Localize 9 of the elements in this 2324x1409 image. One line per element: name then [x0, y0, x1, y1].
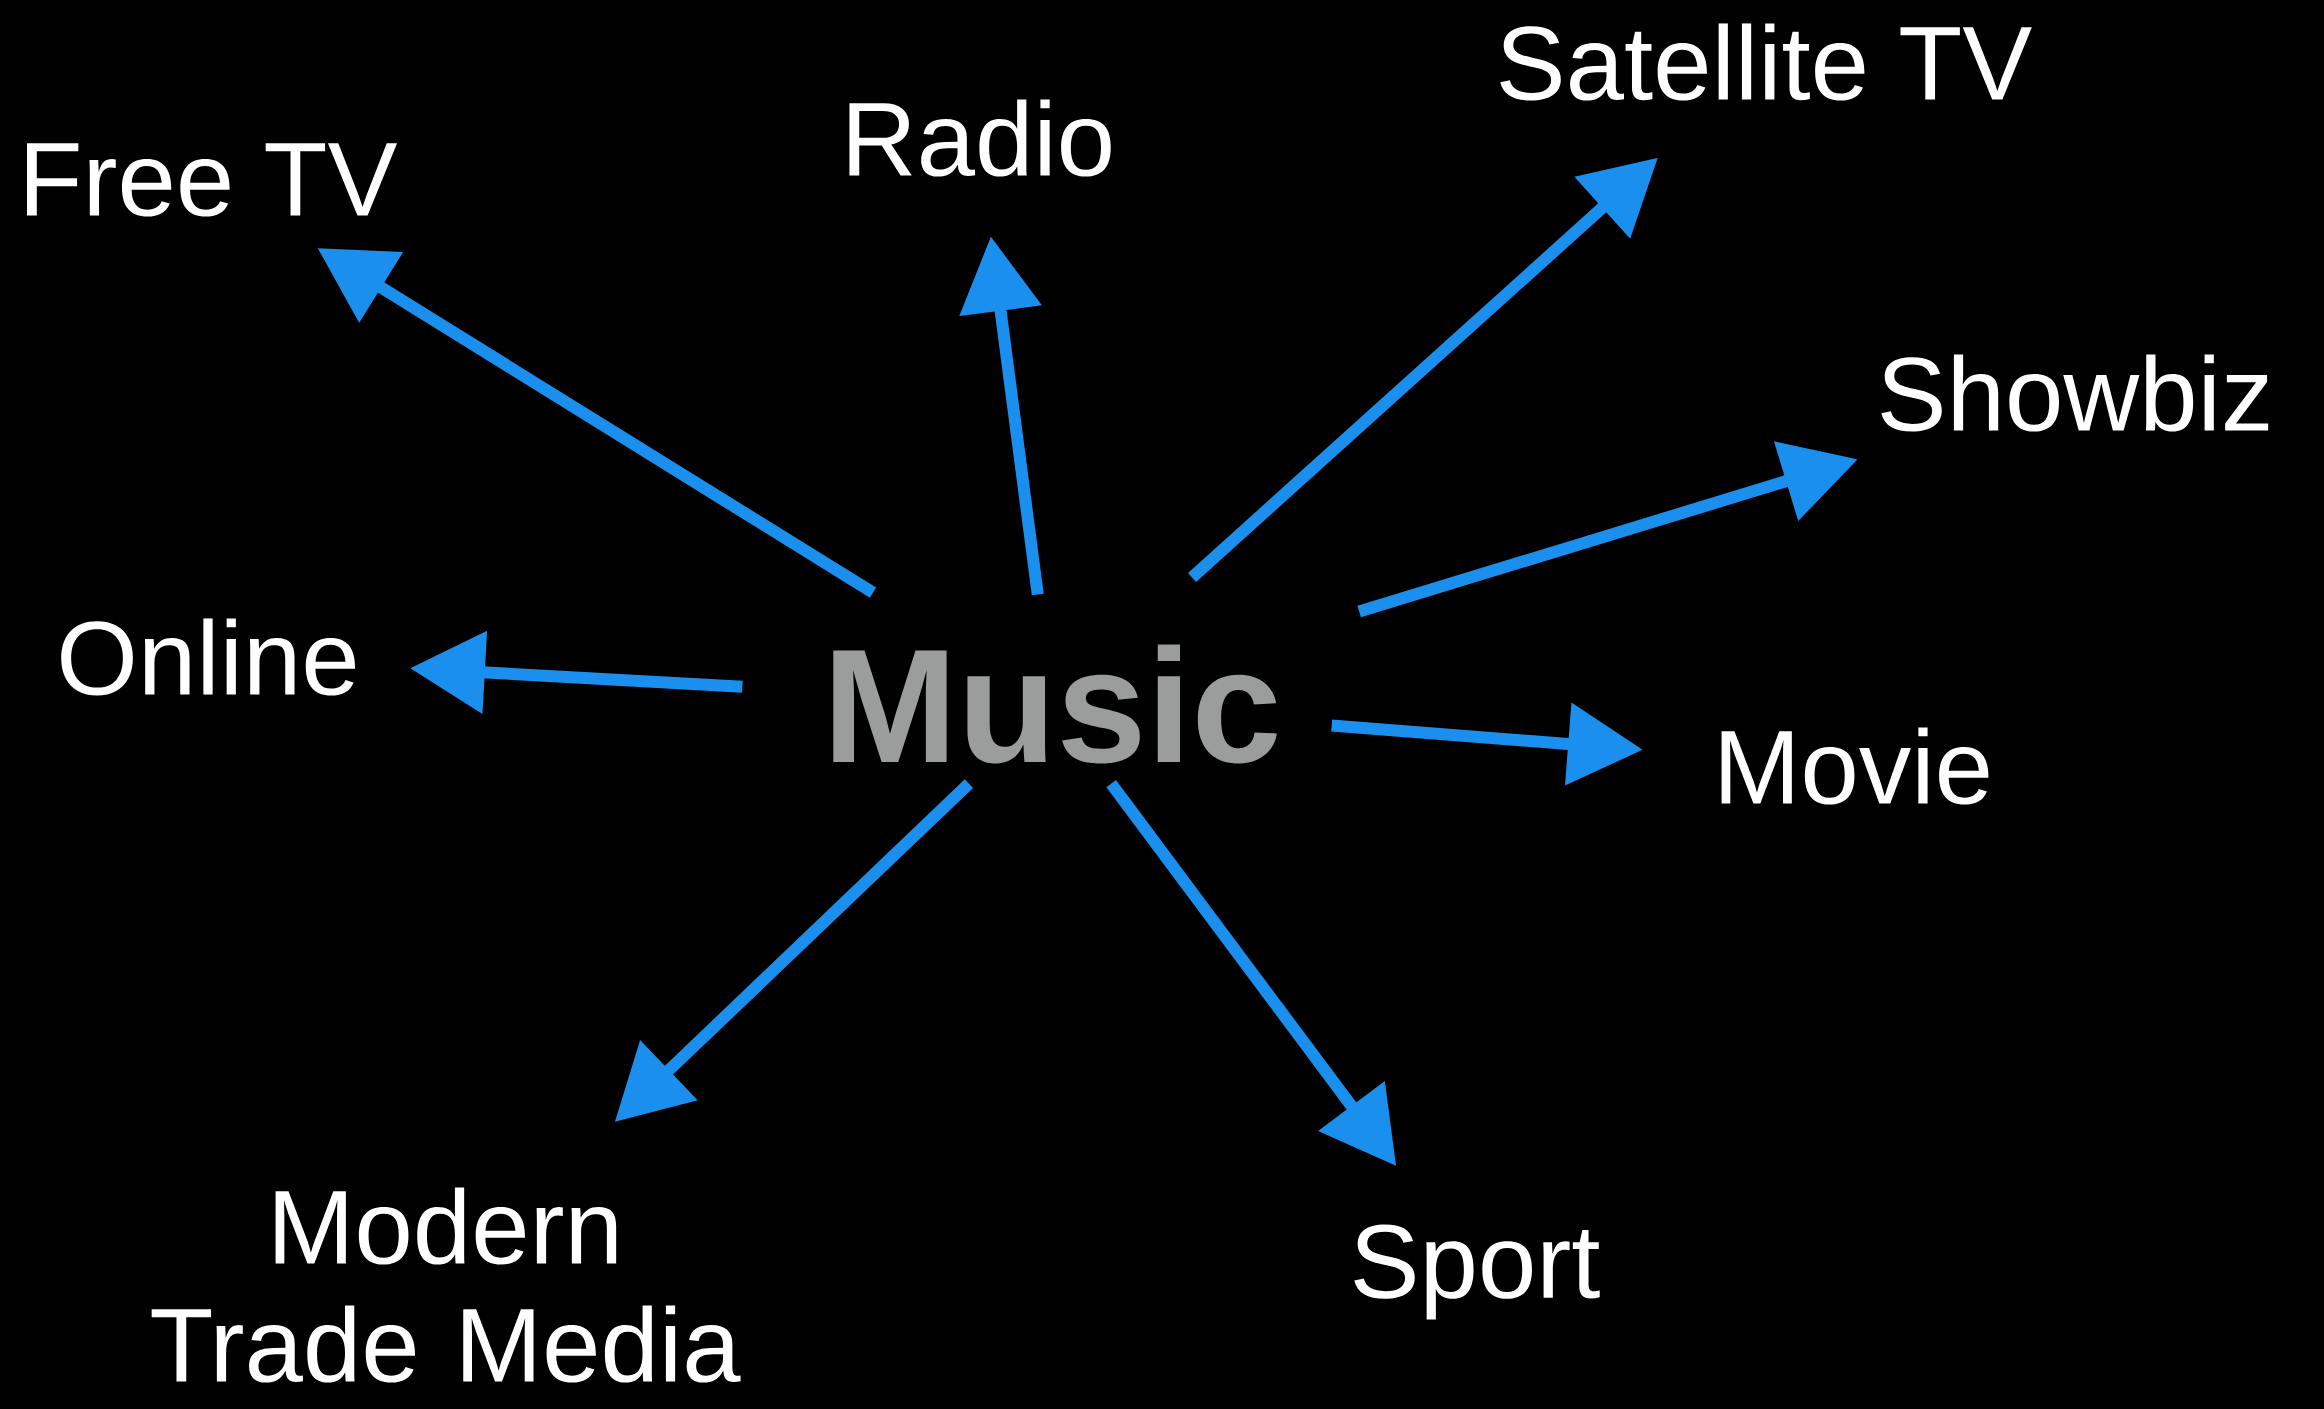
topic-label: Radio [849, 99, 1111, 177]
topic-label: Modern Trade Media [151, 1187, 741, 1383]
topic-label: Sport [1354, 1224, 1600, 1320]
topic-label: Free TV [27, 143, 398, 217]
topic-label: Movie [1721, 727, 1989, 805]
topic-label: Online [61, 618, 356, 696]
topic-label: Satellite TV [1500, 23, 2032, 101]
center-word: Music [833, 644, 1277, 764]
topic-label: Showbiz [1881, 354, 2269, 432]
